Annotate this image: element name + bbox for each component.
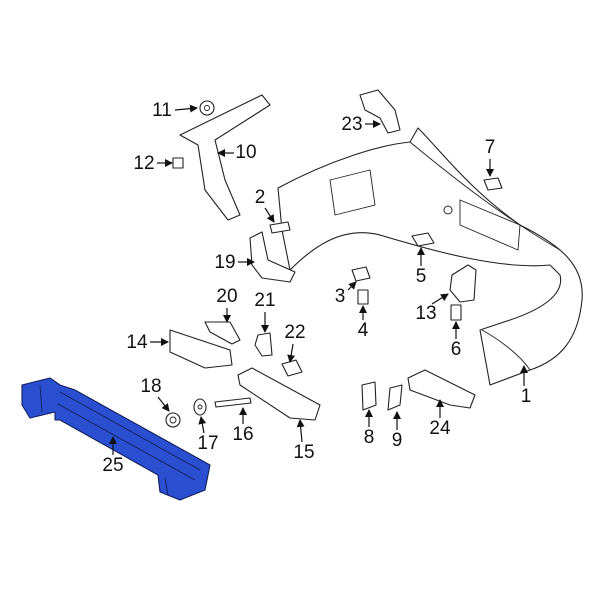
- callout-19: 19: [214, 252, 255, 273]
- part-20-bracket[interactable]: [204, 321, 241, 345]
- part-16-bolt[interactable]: [214, 397, 252, 408]
- part-22-clip[interactable]: [281, 359, 303, 377]
- callout-9: 9: [392, 411, 403, 451]
- callouts: 1 2 3 4 5 6 7 8 9 10 11 12 13 14 15 16 1…: [102, 100, 531, 476]
- part-21-bracket[interactable]: [254, 332, 273, 357]
- part-14-bracket[interactable]: [169, 329, 233, 369]
- callout-13: 13: [415, 293, 449, 324]
- svg-text:12: 12: [133, 153, 154, 174]
- callout-11: 11: [152, 100, 198, 121]
- svg-text:25: 25: [102, 455, 123, 476]
- svg-text:15: 15: [293, 442, 314, 463]
- part-9-bracket[interactable]: [387, 384, 403, 411]
- part-2-clip[interactable]: [269, 221, 291, 234]
- callout-22: 22: [284, 322, 306, 363]
- callout-3: 3: [335, 281, 357, 307]
- svg-text:21: 21: [254, 290, 275, 311]
- svg-text:23: 23: [341, 114, 362, 135]
- svg-text:19: 19: [214, 252, 235, 273]
- callout-18: 18: [140, 376, 170, 412]
- svg-text:22: 22: [284, 322, 305, 343]
- svg-text:20: 20: [216, 286, 237, 307]
- callout-16: 16: [232, 407, 254, 445]
- callout-4: 4: [358, 305, 369, 341]
- svg-text:4: 4: [358, 320, 369, 341]
- svg-text:18: 18: [140, 376, 161, 397]
- svg-text:7: 7: [485, 137, 496, 158]
- svg-text:1: 1: [521, 386, 532, 407]
- callout-15: 15: [293, 419, 315, 463]
- svg-text:2: 2: [255, 187, 266, 208]
- callout-23: 23: [341, 114, 381, 135]
- svg-text:11: 11: [152, 100, 172, 121]
- part-11-nut[interactable]: [199, 100, 215, 116]
- part-1-bumper-cover[interactable]: [277, 127, 583, 386]
- part-25-reinforcement-bar[interactable]: [21, 377, 211, 501]
- part-15-bracket[interactable]: [237, 367, 321, 421]
- part-13-bracket[interactable]: [449, 264, 477, 303]
- part-24-bracket[interactable]: [407, 369, 476, 409]
- part-3-clip[interactable]: [351, 266, 371, 282]
- svg-text:24: 24: [429, 418, 451, 439]
- callout-21: 21: [254, 290, 276, 333]
- svg-text:16: 16: [232, 424, 253, 445]
- part-5-clip[interactable]: [411, 232, 435, 247]
- svg-text:6: 6: [451, 339, 462, 360]
- part-8-bracket[interactable]: [361, 381, 377, 411]
- callout-14: 14: [126, 332, 169, 353]
- callout-6: 6: [451, 321, 462, 360]
- callout-12: 12: [133, 153, 173, 174]
- svg-text:5: 5: [416, 266, 427, 287]
- svg-text:17: 17: [197, 433, 218, 454]
- svg-text:9: 9: [392, 430, 403, 451]
- svg-text:10: 10: [235, 142, 256, 163]
- svg-text:13: 13: [415, 303, 436, 324]
- part-19-bracket[interactable]: [249, 231, 296, 283]
- part-23-bracket[interactable]: [359, 89, 401, 134]
- part-18-nut[interactable]: [165, 412, 181, 428]
- callout-5: 5: [416, 247, 427, 287]
- callout-8: 8: [364, 409, 375, 448]
- svg-text:3: 3: [335, 286, 346, 307]
- callout-20: 20: [216, 286, 238, 323]
- callout-1: 1: [520, 365, 532, 407]
- part-6-bolt[interactable]: [450, 304, 462, 321]
- part-17-washer[interactable]: [193, 398, 207, 416]
- part-12-bolt[interactable]: [172, 157, 184, 169]
- callout-7: 7: [485, 137, 496, 177]
- callout-2: 2: [255, 187, 275, 223]
- part-10-bracket[interactable]: [179, 94, 271, 221]
- svg-text:14: 14: [126, 332, 148, 353]
- svg-text:8: 8: [364, 427, 375, 448]
- callout-24: 24: [429, 399, 451, 439]
- callout-17: 17: [197, 416, 219, 454]
- callout-10: 10: [217, 142, 257, 163]
- part-7-clip[interactable]: [483, 177, 503, 191]
- callout-25: 25: [102, 436, 124, 476]
- part-4-bolt[interactable]: [357, 289, 369, 305]
